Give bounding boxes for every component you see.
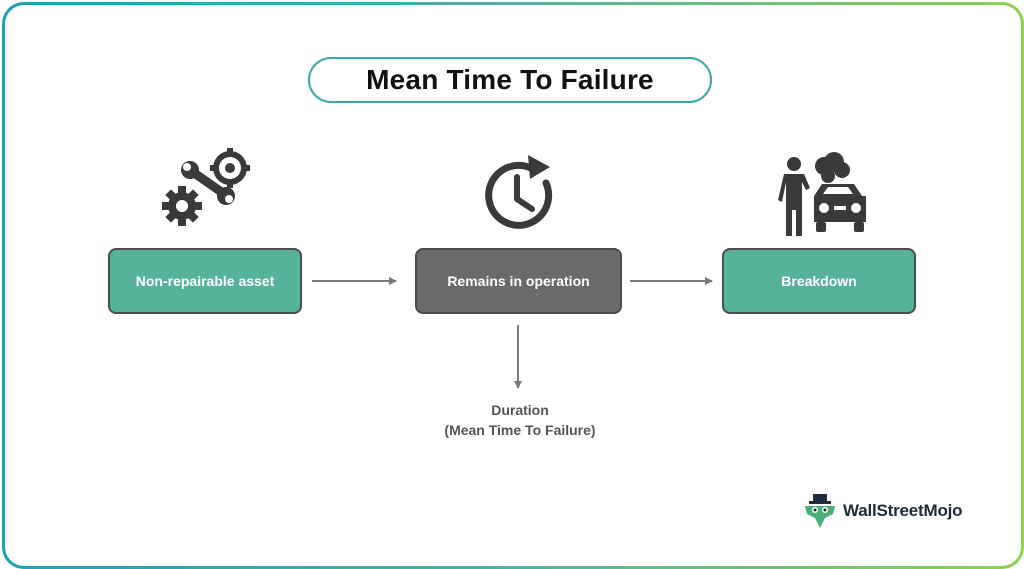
title-pill: Mean Time To Failure: [308, 57, 712, 103]
step-box-non-repairable: Non-repairable asset: [108, 248, 302, 314]
clock-icon: [485, 155, 553, 229]
duration-subtitle: (Mean Time To Failure): [444, 422, 596, 438]
broken-car-icon: [778, 152, 866, 236]
step-label: Remains in operation: [447, 273, 590, 289]
step-box-breakdown: Breakdown: [722, 248, 916, 314]
duration-label: Duration: [491, 402, 549, 418]
duration-note: Duration (Mean Time To Failure): [400, 400, 640, 440]
step-box-remains-in-operation: Remains in operation: [415, 248, 622, 314]
brand-name: WallStreetMojo: [843, 501, 963, 520]
diagram-title: Mean Time To Failure: [366, 64, 654, 95]
step-label: Breakdown: [781, 273, 857, 289]
step-label: Non-repairable asset: [135, 273, 275, 289]
mojo-mascot-icon: [805, 494, 835, 528]
brand-logo: WallStreetMojo: [803, 494, 963, 528]
gear-wrench-icon: [162, 148, 250, 226]
